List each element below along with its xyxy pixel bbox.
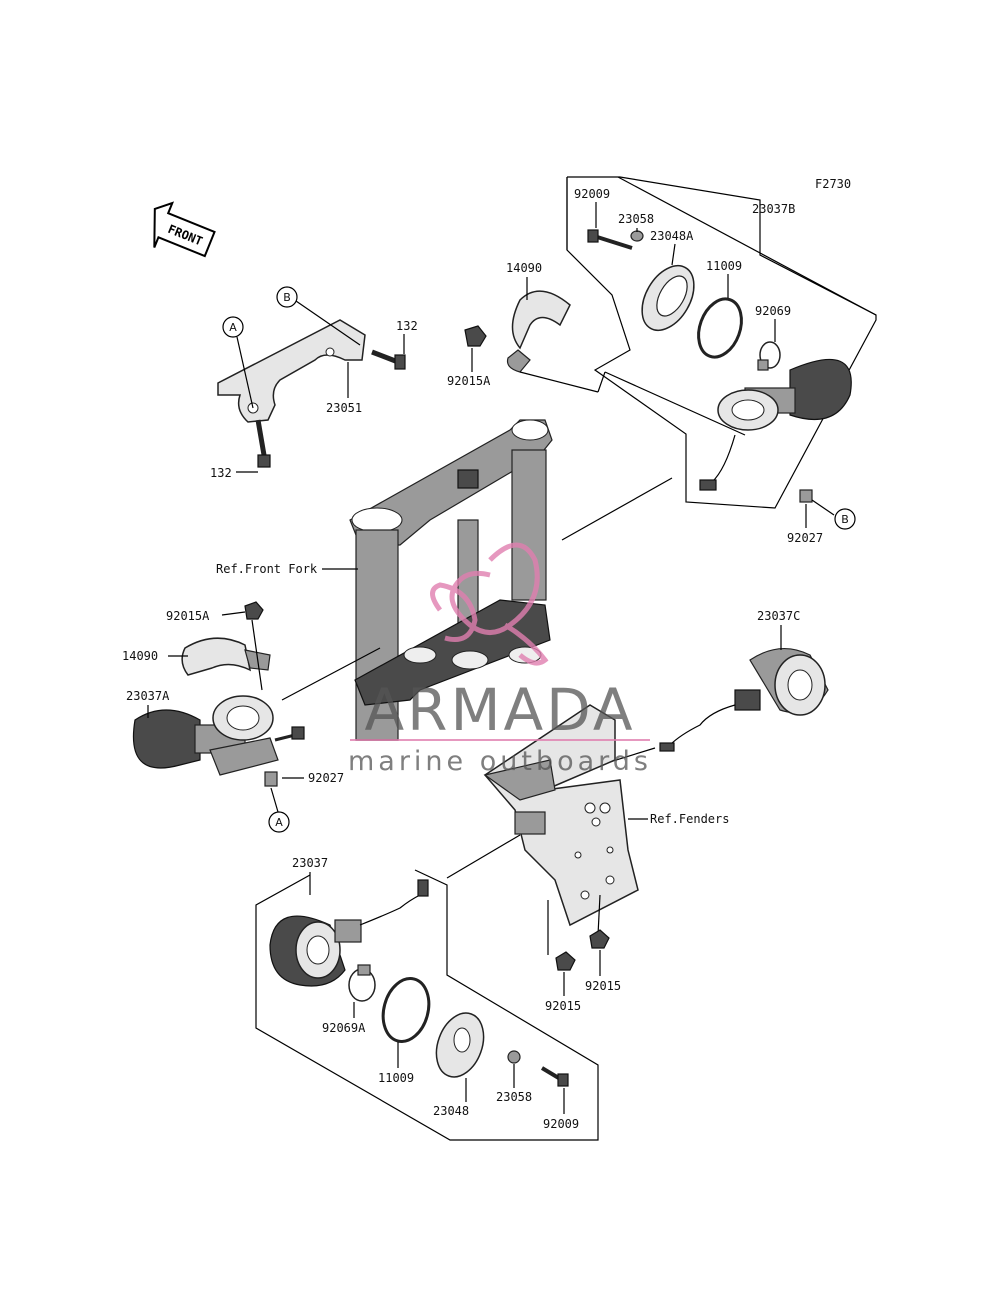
lens-rim-23048a-icon [641,265,695,331]
label-ref-front-fork: Ref.Front Fork [216,562,318,576]
clamp-14090-top-icon [506,290,571,373]
nut-92027-left-icon [264,771,278,787]
label-92015-left: 92015 [545,999,581,1013]
label-92027-left: 92027 [308,771,344,785]
label-92027-right: 92027 [787,531,823,545]
turn-signal-23037a-icon [133,695,305,776]
label-92015a-left: 92015A [166,609,210,623]
label-14090-top: 14090 [506,261,542,275]
group-outline-23037 [255,869,599,1141]
screw-92009-bottom-icon [540,1066,569,1087]
label-23037c: 23037C [757,609,800,623]
label-11009-top: 11009 [706,259,742,273]
watermark-subtitle: marine outboards [348,746,652,777]
marker-b-top-label: B [283,291,291,304]
label-92069a: 92069A [322,1021,366,1035]
gasket-11009-bottom-icon [381,977,431,1043]
front-fork-icon [349,419,553,741]
bolt-132-bottom-icon [255,419,271,468]
marker-a-bottom [268,811,290,833]
label-23051: 23051 [326,401,362,415]
label-23037: 23037 [292,856,328,870]
group-outline-23037b [566,176,877,509]
label-132-bottom: 132 [210,466,232,480]
label-132-top: 132 [396,319,418,333]
label-23058-bottom: 23058 [496,1090,532,1104]
label-14090-left: 14090 [122,649,158,663]
nut-92015-right-icon [589,929,610,949]
marker-a-bottom-label: A [275,816,283,829]
lens-rim-23048-icon [435,1012,485,1078]
figure-code: F2730 [815,177,851,191]
clamp-14090-left-icon [181,637,271,676]
label-ref-fenders: Ref.Fenders [650,812,729,826]
label-23048: 23048 [433,1104,469,1118]
bulb-92069a-icon [348,964,376,1002]
gasket-11009-top-icon [697,297,743,359]
label-92009-top: 92009 [574,187,610,201]
label-23058-top: 23058 [618,212,654,226]
marker-a-top [222,316,244,338]
front-arrow-icon: FRONT [153,201,216,258]
nut-92015a-left-icon [244,601,264,620]
watermark-title: ARMADA [364,676,635,744]
washer-23058-bottom-icon [507,1050,521,1064]
marker-a-top-label: A [229,321,237,334]
watermark-logo-icon [430,542,549,666]
fender-bracket-icon [483,704,639,927]
washer-23058-top-icon [630,230,644,242]
turn-signal-23037c-icon [659,647,829,752]
label-23048a: 23048A [650,229,694,243]
screw-92009-top-icon [587,229,633,250]
nut-92015a-top-icon [464,325,487,347]
label-92015a-top: 92015A [447,374,491,388]
nut-92015-left-icon [555,951,576,971]
bolt-132-top-icon [371,349,406,370]
marker-b-right [834,508,856,530]
label-92009-bottom: 92009 [543,1117,579,1131]
label-92015-right: 92015 [585,979,621,993]
label-23037b: 23037B [752,202,795,216]
label-11009-bottom: 11009 [378,1071,414,1085]
turn-signal-23037b-icon [699,358,852,491]
label-23037a: 23037A [126,689,170,703]
nut-92027-right-icon [799,489,813,503]
turn-signal-23037-icon [269,879,429,987]
bracket-23051-icon [217,319,366,423]
marker-b-top [276,286,298,308]
label-92069: 92069 [755,304,791,318]
bulb-92069-icon [757,341,781,371]
marker-b-right-label: B [841,513,849,526]
